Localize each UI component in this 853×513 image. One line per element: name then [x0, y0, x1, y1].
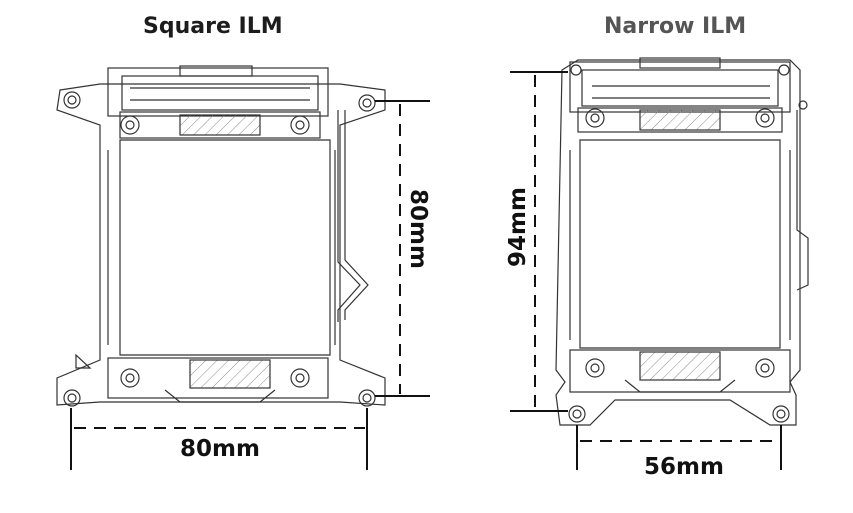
narrow-ilm-drawing — [555, 57, 809, 426]
narrow-ilm-title: Narrow ILM — [604, 14, 747, 39]
square-ilm-title: Square ILM — [143, 14, 283, 39]
square-ilm-dimensions — [70, 100, 430, 470]
square-ilm-width-label: 80mm — [180, 436, 260, 462]
narrow-ilm-dimensions — [510, 71, 782, 470]
square-ilm-height-label: 80mm — [404, 189, 431, 269]
square-ilm-drawing — [56, 65, 386, 407]
narrow-ilm-width-label: 56mm — [644, 454, 724, 480]
narrow-ilm-height-label: 94mm — [504, 187, 531, 267]
